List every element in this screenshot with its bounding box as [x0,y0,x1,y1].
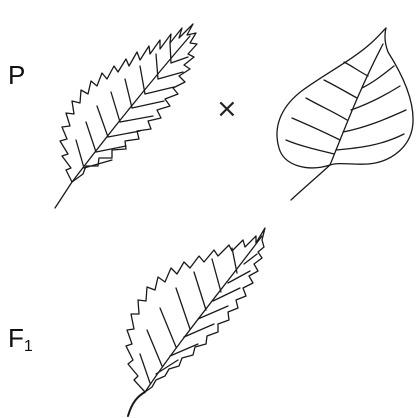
smooth-leaf-parent [277,28,413,200]
hybrid-leaf-f1 [126,228,265,416]
serrated-leaf-parent [55,24,197,208]
